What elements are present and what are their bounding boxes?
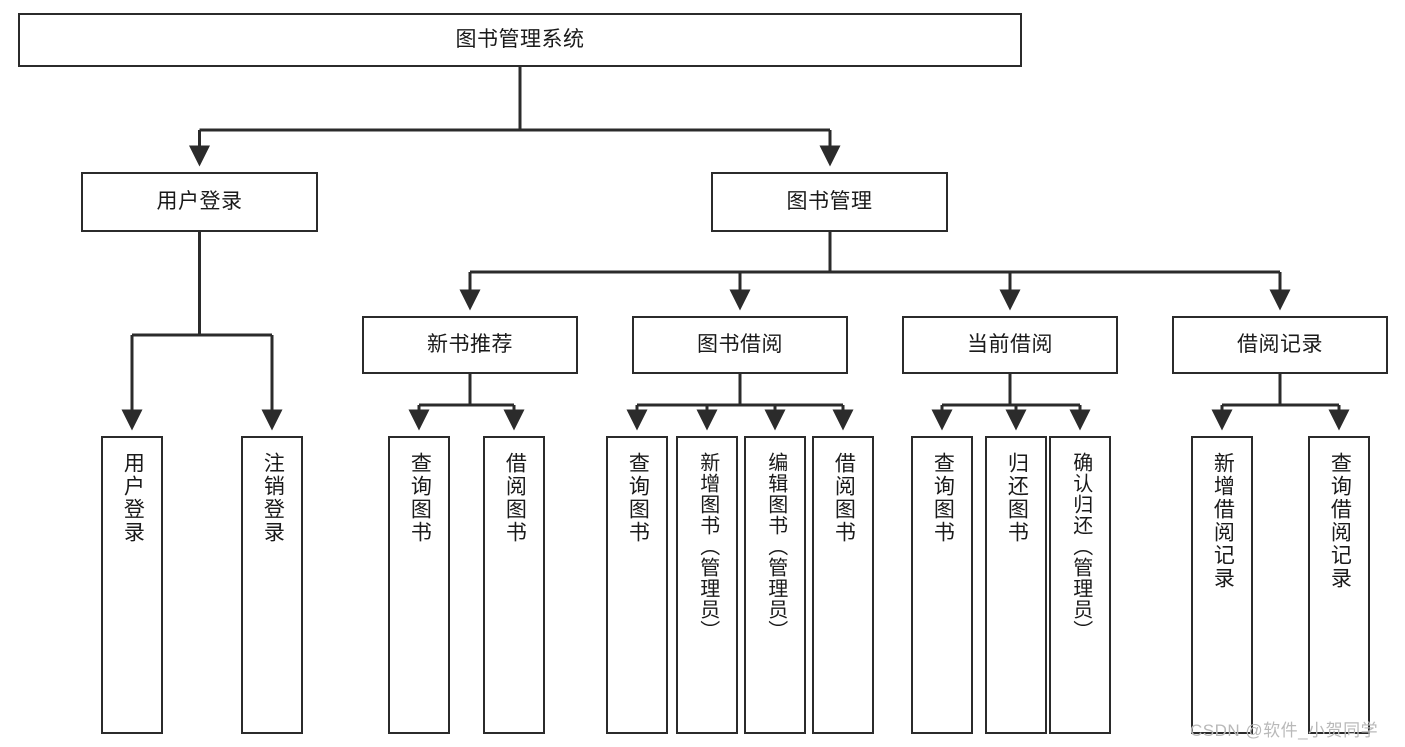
leaf-query-book-1[interactable]: 查询图书	[388, 436, 450, 734]
leaf-query-book-1-label: 查询图书	[408, 452, 432, 544]
leaf-borrow-book-1-label: 借阅图书	[503, 452, 527, 544]
leaf-borrow-book-2[interactable]: 借阅图书	[812, 436, 874, 734]
leaf-user-login[interactable]: 用户登录	[101, 436, 163, 734]
leaf-add-record-label: 新增借阅记录	[1211, 452, 1235, 590]
node-book-borrow-label: 图书借阅	[697, 333, 783, 357]
leaf-query-record-label: 查询借阅记录	[1328, 452, 1352, 590]
node-current-borrow-label: 当前借阅	[967, 333, 1053, 357]
node-borrow-record[interactable]: 借阅记录	[1172, 316, 1388, 374]
node-book-borrow[interactable]: 图书借阅	[632, 316, 848, 374]
node-new-book-rec[interactable]: 新书推荐	[362, 316, 578, 374]
leaf-edit-book-label: 编辑图书（管理员）	[764, 452, 787, 641]
leaf-user-login-label: 用户登录	[121, 452, 145, 544]
leaf-edit-book[interactable]: 编辑图书（管理员）	[744, 436, 806, 734]
leaf-add-book-label: 新增图书（管理员）	[696, 452, 719, 641]
leaf-return-book[interactable]: 归还图书	[985, 436, 1047, 734]
node-current-borrow[interactable]: 当前借阅	[902, 316, 1118, 374]
node-user-login[interactable]: 用户登录	[81, 172, 318, 232]
leaf-query-book-3[interactable]: 查询图书	[911, 436, 973, 734]
leaf-return-book-label: 归还图书	[1005, 452, 1029, 544]
leaf-query-book-2-label: 查询图书	[626, 452, 650, 544]
leaf-query-record[interactable]: 查询借阅记录	[1308, 436, 1370, 734]
leaf-confirm-return-label: 确认归还（管理员）	[1069, 452, 1092, 641]
leaf-add-book[interactable]: 新增图书（管理员）	[676, 436, 738, 734]
leaf-borrow-book-1[interactable]: 借阅图书	[483, 436, 545, 734]
leaf-confirm-return[interactable]: 确认归还（管理员）	[1049, 436, 1111, 734]
node-borrow-record-label: 借阅记录	[1237, 333, 1323, 357]
leaf-borrow-book-2-label: 借阅图书	[832, 452, 856, 544]
node-book-manage[interactable]: 图书管理	[711, 172, 948, 232]
leaf-user-logout-label: 注销登录	[261, 452, 285, 544]
node-book-manage-label: 图书管理	[786, 190, 873, 214]
watermark: CSDN @软件_小贺同学	[1190, 721, 1379, 740]
leaf-user-logout[interactable]: 注销登录	[241, 436, 303, 734]
leaf-query-book-2[interactable]: 查询图书	[606, 436, 668, 734]
node-root[interactable]: 图书管理系统	[18, 13, 1022, 67]
node-root-label: 图书管理系统	[455, 28, 585, 52]
node-user-login-label: 用户登录	[156, 190, 243, 214]
leaf-add-record[interactable]: 新增借阅记录	[1191, 436, 1253, 734]
node-new-book-rec-label: 新书推荐	[427, 333, 513, 357]
leaf-query-book-3-label: 查询图书	[931, 452, 955, 544]
